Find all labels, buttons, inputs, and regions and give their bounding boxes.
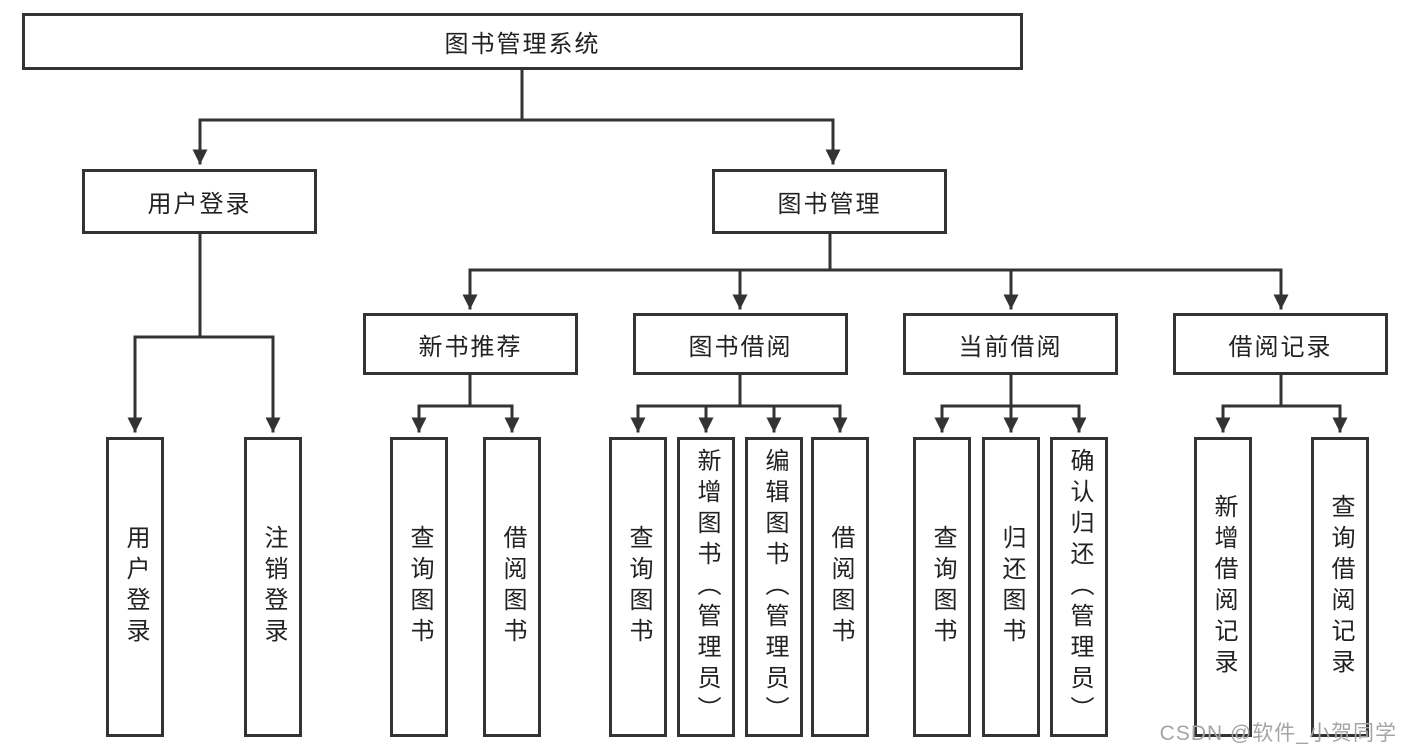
node-new-book-recommend: 新书推荐 [363,313,578,375]
csdn-watermark: CSDN @软件_小贺同学 [1159,722,1397,745]
node-book-borrow: 图书借阅 [633,313,848,375]
leaf-borrow-books-borrow: 借阅图书 [811,437,869,737]
leaf-add-borrow-record: 新增借阅记录 [1194,437,1252,737]
leaf-edit-book-admin: 编辑图书（管理员） [745,437,803,737]
leaf-user-login: 用户登录 [106,437,164,737]
leaf-query-books-recommend: 查询图书 [390,437,448,737]
leaf-return-book: 归还图书 [982,437,1040,737]
node-library-system: 图书管理系统 [22,13,1023,70]
leaf-query-borrow-record: 查询借阅记录 [1311,437,1369,737]
leaf-add-book-admin: 新增图书（管理员） [677,437,735,737]
node-book-management: 图书管理 [712,169,947,234]
leaf-confirm-return-admin: 确认归还（管理员） [1050,437,1108,737]
node-borrow-records: 借阅记录 [1173,313,1388,375]
node-current-borrow: 当前借阅 [903,313,1118,375]
node-user-login: 用户登录 [82,169,317,234]
leaf-borrow-books-recommend: 借阅图书 [483,437,541,737]
leaf-query-books-borrow: 查询图书 [609,437,667,737]
leaf-logout: 注销登录 [244,437,302,737]
leaf-query-books-current: 查询图书 [913,437,971,737]
